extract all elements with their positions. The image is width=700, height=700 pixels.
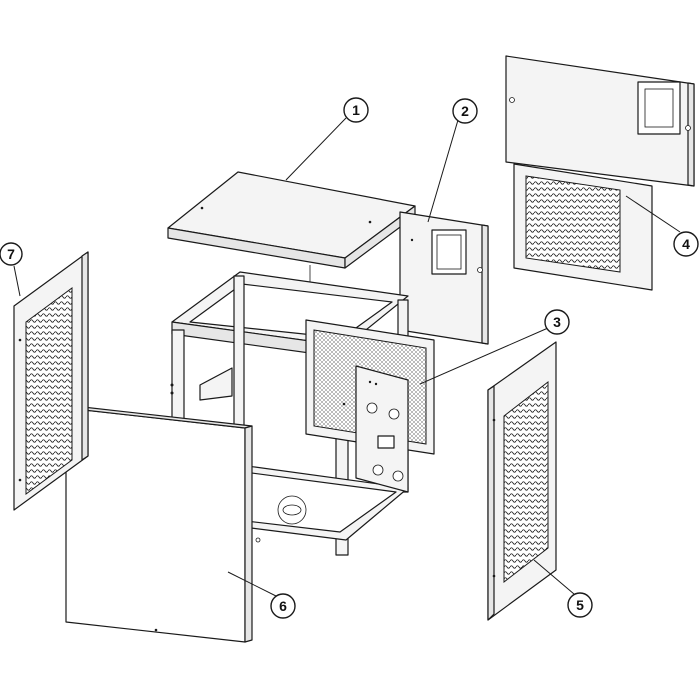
front-grille-panel — [505, 55, 695, 291]
callout-3-label: 3 — [553, 314, 561, 330]
callout-7: 7 — [0, 242, 23, 266]
callout-5-label: 5 — [576, 597, 584, 613]
callout-1: 1 — [343, 97, 369, 123]
callout-5: 5 — [567, 592, 593, 618]
callout-2: 2 — [452, 98, 478, 124]
top-lid — [167, 171, 416, 290]
right-side-panel — [487, 341, 557, 621]
leader-lines — [13, 117, 681, 597]
callout-6: 6 — [270, 593, 296, 619]
callout-3: 3 — [544, 309, 570, 335]
callout-4-label: 4 — [682, 236, 690, 252]
condenser-assembly — [305, 319, 435, 493]
callout-6-label: 6 — [279, 598, 287, 614]
rear-panel — [399, 211, 489, 345]
callout-4: 4 — [673, 231, 699, 257]
front-door-panel — [65, 405, 253, 643]
left-side-panel — [13, 251, 89, 511]
callout-7-label: 7 — [7, 246, 15, 262]
callout-2-label: 2 — [461, 103, 469, 119]
callout-1-label: 1 — [352, 102, 360, 118]
